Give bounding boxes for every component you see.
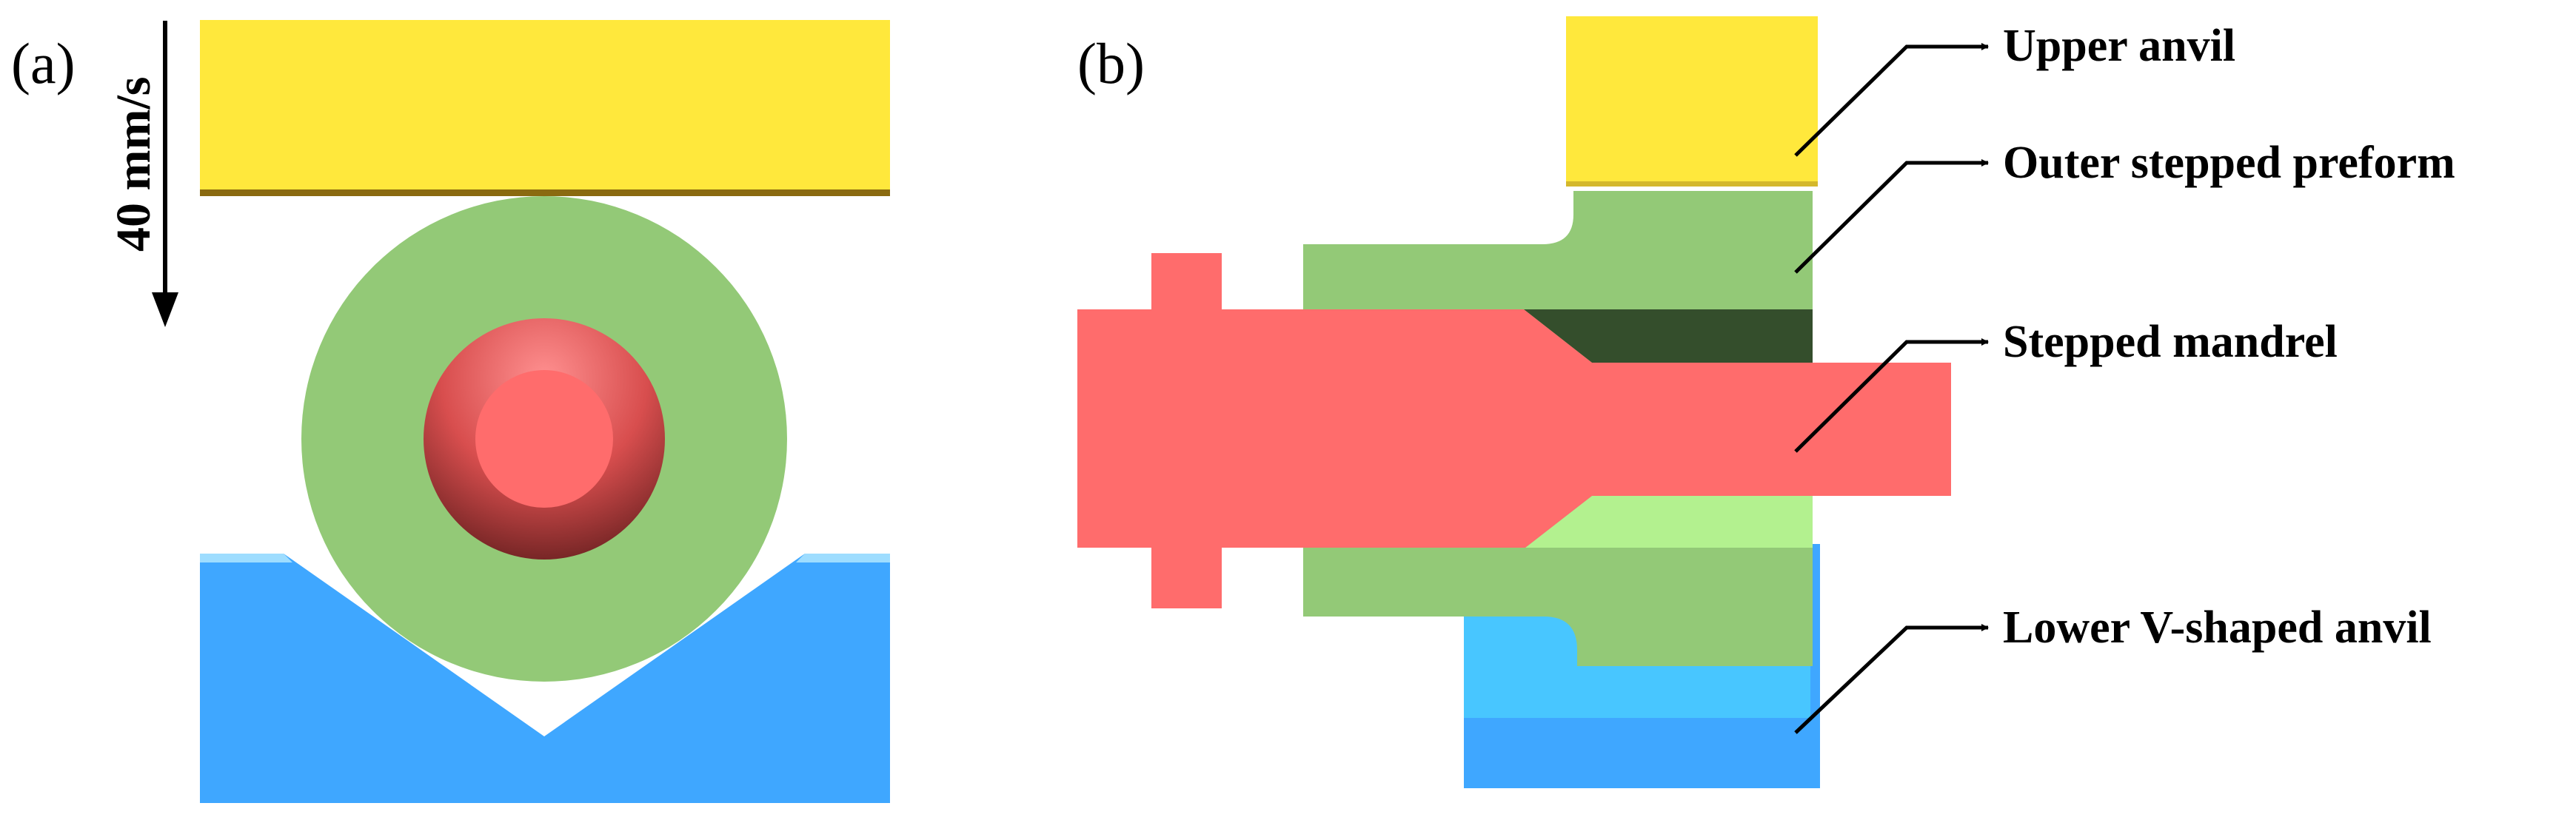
panel-b: (b) xyxy=(1077,16,2455,788)
arrow-right-icon xyxy=(1794,43,1989,157)
lower-v-anvil-a xyxy=(200,554,890,803)
callout-upper-anvil: Upper anvil xyxy=(2003,21,2235,71)
callout-outer-stepped-preform: Outer stepped preform xyxy=(2003,138,2455,188)
panel-a-label: (a) xyxy=(11,31,76,95)
preform-inner-dark xyxy=(1524,309,1813,363)
callout-lower-v-anvil: Lower V-shaped anvil xyxy=(2003,602,2432,653)
mandrel-core xyxy=(475,370,613,508)
stepped-mandrel xyxy=(1077,253,1951,608)
callout-stepped-mandrel: Stepped mandrel xyxy=(2003,317,2338,367)
preform-inner-light xyxy=(1525,496,1813,548)
arrow-right-icon xyxy=(1794,338,1989,453)
arrow-right-icon xyxy=(1794,624,1989,734)
panel-b-label: (b) xyxy=(1077,31,1145,95)
speed-label: 40 mm/s xyxy=(107,77,161,252)
callout-leaders xyxy=(1794,43,1989,734)
arrow-right-icon xyxy=(1794,159,1989,274)
lower-anvil-b xyxy=(1464,718,1820,788)
upper-anvil-b xyxy=(1566,16,1818,187)
arrow-down-icon xyxy=(152,21,178,327)
upper-anvil-a-edge xyxy=(200,189,890,196)
upper-anvil-a xyxy=(200,20,890,194)
panel-a: (a) 40 mm/s xyxy=(11,20,890,803)
